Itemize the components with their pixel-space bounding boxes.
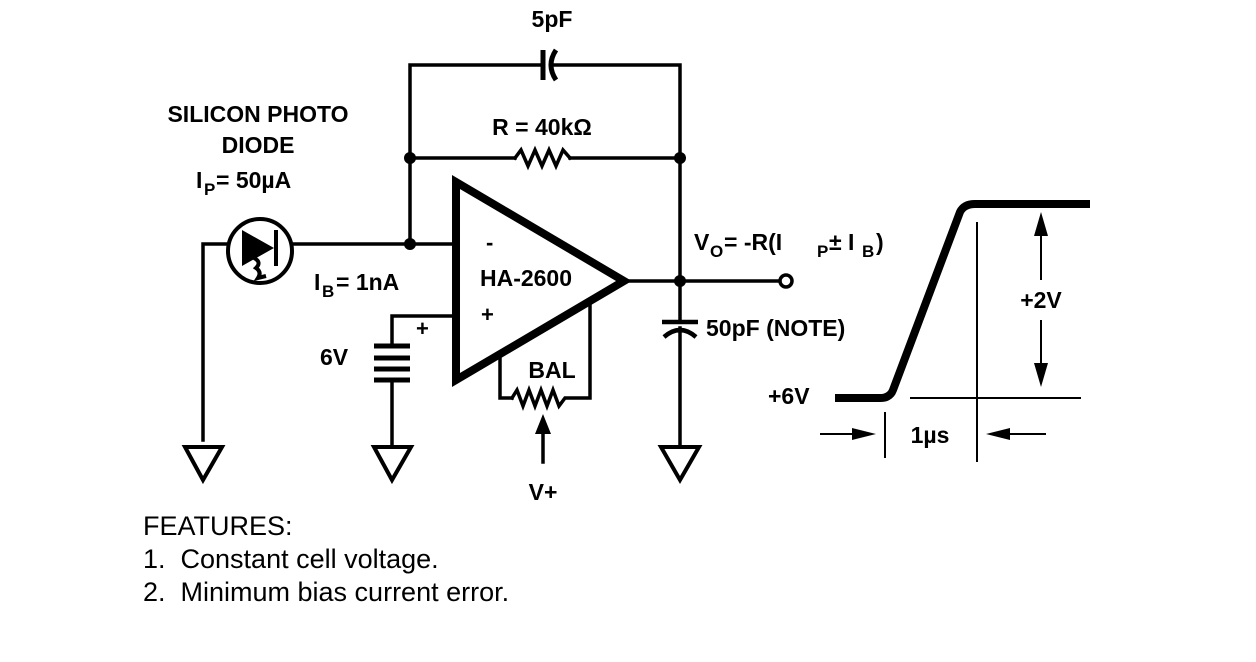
battery-label: 6V <box>320 344 349 370</box>
junction-dot <box>404 152 416 164</box>
balance-potentiometer: BAL V+ <box>498 303 592 505</box>
photodiode-title-line2: DIODE <box>222 132 295 158</box>
ground-symbols <box>181 445 703 485</box>
load-capacitor-label: 50pF (NOTE) <box>706 315 845 341</box>
opamp: - + HA-2600 <box>452 175 682 387</box>
formula-b-sub: B <box>862 242 874 261</box>
bias-symbol: I <box>314 269 320 295</box>
waveform-trace <box>835 200 1090 402</box>
current-symbol: I <box>196 167 202 193</box>
junction-dot <box>674 152 686 164</box>
capacitor-plate-curved <box>548 48 559 82</box>
supply-label: V+ <box>529 479 558 505</box>
output-branch: 50pF (NOTE) V O = -R(I P ± I B ) <box>662 229 884 450</box>
noninverting-input-sign: + <box>481 302 494 327</box>
step-voltage-label: +2V <box>1020 287 1062 313</box>
ground-icon <box>181 445 226 485</box>
formula-mid: = -R(I <box>724 229 782 255</box>
junction-dot <box>404 238 416 250</box>
opamp-triangle <box>452 175 632 387</box>
features-block: FEATURES: 1. Constant cell voltage. 2. M… <box>143 511 509 607</box>
feedback-capacitor-branch: 5pF <box>408 6 682 282</box>
baseline-voltage-label: +6V <box>768 383 810 409</box>
photodiode-circle <box>226 217 294 285</box>
balance-label: BAL <box>528 357 575 383</box>
arrow-down-icon <box>1034 363 1048 387</box>
features-heading: FEATURES: <box>143 511 293 541</box>
arrow-right-icon <box>852 428 876 440</box>
arrow-up-icon <box>1034 212 1048 236</box>
battery-polarity-sign: + <box>416 316 429 341</box>
inverting-input-sign: - <box>486 230 493 255</box>
formula-v: V <box>694 229 710 255</box>
formula-end: ) <box>876 229 884 255</box>
output-terminal <box>778 273 794 289</box>
ground-icon <box>657 445 703 485</box>
photodiode: SILICON PHOTO DIODE I P = 50µA <box>167 101 457 442</box>
diode-triangle-icon <box>242 230 274 266</box>
current-subscript: P <box>204 180 215 199</box>
feedback-resistor: R = 40kΩ <box>404 114 686 171</box>
bias-subscript: B <box>322 282 334 301</box>
wiper-arrow-icon <box>535 414 551 434</box>
ground-icon <box>370 445 415 485</box>
current-value: = 50µA <box>216 167 291 193</box>
battery-branch: + 6V <box>320 314 457 450</box>
output-waveform: +6V +2V 1µs <box>768 200 1090 462</box>
bias-value: = 1nA <box>336 269 399 295</box>
photodiode-title-line1: SILICON PHOTO <box>167 101 348 127</box>
formula-pm: ± I <box>829 229 854 255</box>
feature-item: 2. Minimum bias current error. <box>143 577 509 607</box>
bias-current-label: I B = 1nA <box>314 269 399 301</box>
opamp-name: HA-2600 <box>480 265 572 291</box>
output-formula: V O = -R(I P ± I B ) <box>694 229 884 261</box>
arrow-left-icon <box>986 428 1010 440</box>
rise-time-label: 1µs <box>911 422 950 448</box>
formula-v-sub: O <box>710 242 723 261</box>
photodiode-current-label: I P = 50µA <box>196 167 291 199</box>
light-arrow-icon <box>252 256 267 282</box>
feedback-capacitor-label: 5pF <box>532 6 573 32</box>
formula-p-sub: P <box>817 242 828 261</box>
feature-item: 1. Constant cell voltage. <box>143 544 439 574</box>
feedback-resistor-label: R = 40kΩ <box>492 114 592 140</box>
